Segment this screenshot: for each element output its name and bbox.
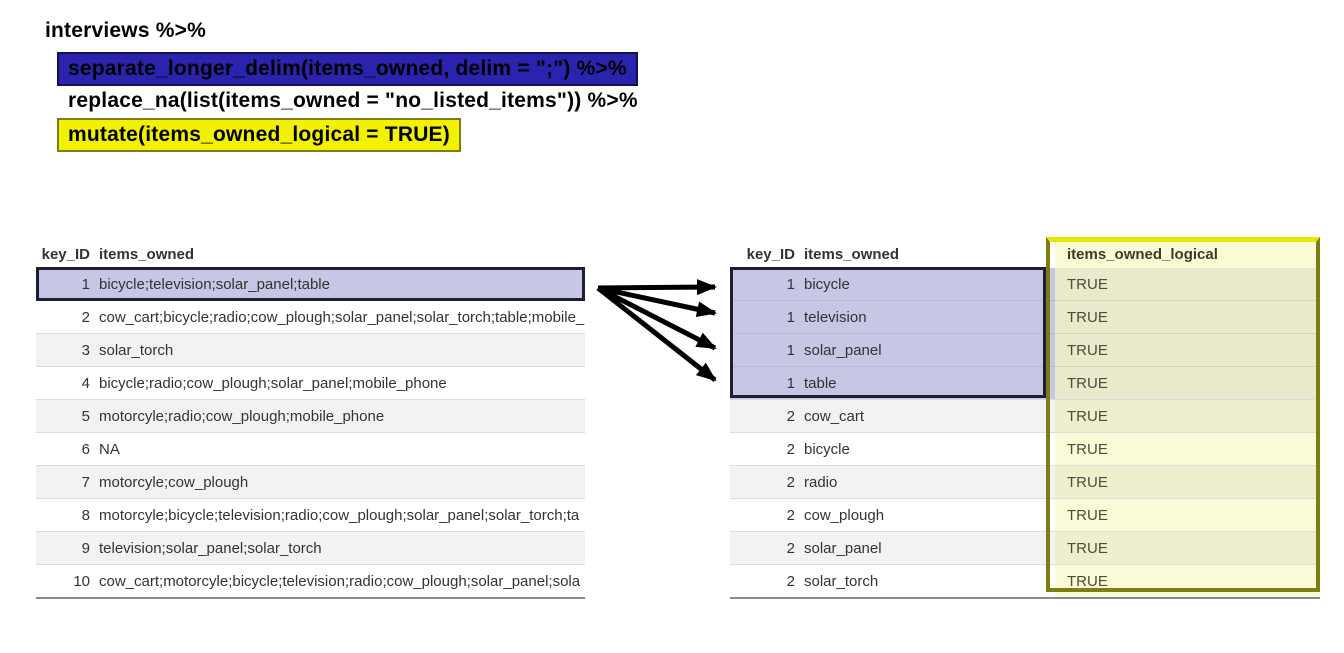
cell-items_owned: motorcyle;radio;cow_plough;mobile_phone <box>90 399 585 433</box>
cell-items_owned: bicycle;television;solar_panel;table <box>99 275 330 293</box>
cell-items_owned: solar_panel <box>795 333 1055 367</box>
cell-items_owned_logical: TRUE <box>1055 333 1320 367</box>
column-header-key-id: key_ID <box>746 245 795 263</box>
source-table-header-row: key_ID items_owned <box>36 240 585 268</box>
cell-key_id: 2 <box>730 399 795 433</box>
cell-key_id: 1 <box>730 366 795 400</box>
cell-items_owned: solar_panel <box>795 531 1055 565</box>
cell-key_id: 2 <box>730 531 795 565</box>
cell-key_id: 7 <box>36 465 90 499</box>
result-table: key_ID items_owned items_owned_logical 1… <box>730 240 1320 599</box>
cell-items_owned: motorcyle;bicycle;television;radio;cow_p… <box>90 498 585 532</box>
cell-items_owned: bicycle <box>804 275 850 293</box>
arrow-icon <box>597 279 717 296</box>
cell-items_owned_logical: TRUE <box>1055 465 1320 499</box>
table-row: 1 bicycle TRUE <box>730 268 1320 301</box>
cell-items_owned: cow_cart;bicycle;radio;cow_plough;solar_… <box>90 300 585 334</box>
code-line-replace-na: replace_na(list(items_owned = "no_listed… <box>68 89 638 112</box>
source-table: key_ID items_owned 1 bicycle;television;s… <box>36 240 585 599</box>
cell-key_id: 1 <box>730 300 795 334</box>
cell-key_id: 1 <box>81 275 90 293</box>
column-header-items-owned: items_owned <box>99 245 195 263</box>
cell-items_owned: bicycle <box>795 432 1055 466</box>
cell-items_owned_logical: TRUE <box>1055 366 1320 400</box>
cell-items_owned: solar_torch <box>90 333 585 367</box>
code-line-mutate-highlighted: mutate(items_owned_logical = TRUE) <box>57 118 461 152</box>
row-expansion-arrows <box>596 279 717 382</box>
cell-key_id: 2 <box>36 300 90 334</box>
column-header-items-owned-logical: items_owned_logical <box>1055 240 1320 268</box>
cell-items_owned_logical: TRUE <box>1055 268 1320 301</box>
cell-key_id: 3 <box>36 333 90 367</box>
cell-key_id: 4 <box>36 366 90 400</box>
cell-key_id: 2 <box>730 432 795 466</box>
cell-items_owned: NA <box>90 432 585 466</box>
arrow-icon <box>596 286 717 382</box>
cell-key_id: 9 <box>36 531 90 565</box>
cell-key_id: 10 <box>36 564 90 598</box>
arrow-icon <box>596 285 717 351</box>
cell-items_owned: television <box>795 300 1055 334</box>
cell-key_id: 1 <box>786 275 795 293</box>
cell-items_owned_logical: TRUE <box>1055 432 1320 466</box>
arrow-icon <box>597 285 717 318</box>
cell-items_owned_logical: TRUE <box>1055 399 1320 433</box>
cell-key_id: 6 <box>36 432 90 466</box>
cell-key_id: 2 <box>730 465 795 499</box>
code-line-separate-longer-delim-highlighted: separate_longer_delim(items_owned, delim… <box>57 52 638 86</box>
cell-key_id: 2 <box>730 498 795 532</box>
cell-items_owned: radio <box>795 465 1055 499</box>
result-table-header-row: key_ID items_owned items_owned_logical <box>730 240 1320 268</box>
source-table-container: key_ID items_owned 1 bicycle;television;s… <box>36 240 585 599</box>
cell-items_owned_logical: TRUE <box>1055 300 1320 334</box>
cell-key_id: 1 <box>730 333 795 367</box>
cell-items_owned: table <box>795 366 1055 400</box>
cell-items_owned: television;solar_panel;solar_torch <box>90 531 585 565</box>
cell-key_id: 5 <box>36 399 90 433</box>
cell-items_owned: cow_cart <box>795 399 1055 433</box>
result-table-container: key_ID items_owned items_owned_logical 1… <box>730 240 1320 599</box>
cell-items_owned: cow_plough <box>795 498 1055 532</box>
cell-items_owned_logical: TRUE <box>1055 498 1320 532</box>
cell-key_id: 8 <box>36 498 90 532</box>
cell-items_owned: motorcyle;cow_plough <box>90 465 585 499</box>
table-row: 1 bicycle;television;solar_panel;table <box>36 268 585 301</box>
cell-key_id: 2 <box>730 564 795 598</box>
code-line-interviews: interviews %>% <box>45 19 206 42</box>
column-header-items-owned: items_owned <box>804 245 900 263</box>
column-header-key-id: key_ID <box>41 245 90 263</box>
cell-items_owned: bicycle;radio;cow_plough;solar_panel;mob… <box>90 366 585 400</box>
cell-items_owned: solar_torch <box>795 564 1055 598</box>
cell-items_owned: cow_cart;motorcyle;bicycle;television;ra… <box>90 564 585 598</box>
cell-items_owned_logical: TRUE <box>1055 564 1320 598</box>
cell-items_owned_logical: TRUE <box>1055 531 1320 565</box>
